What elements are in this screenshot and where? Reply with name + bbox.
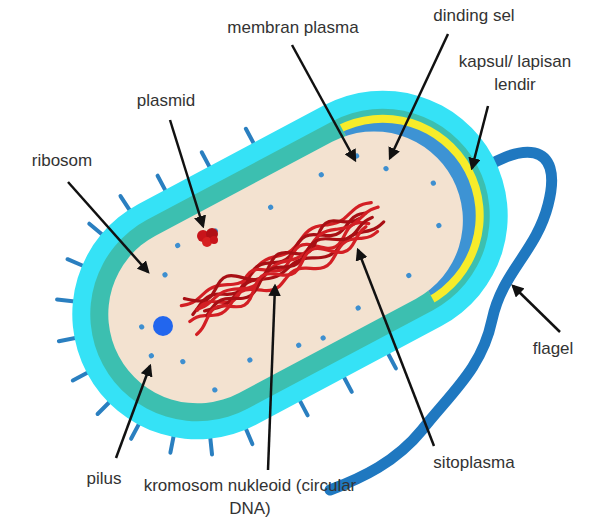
dna-strand (184, 208, 362, 314)
outer-layer (53, 71, 528, 459)
pilus-stroke (120, 195, 130, 212)
ribosome-dot (148, 352, 155, 359)
pilus-stroke (299, 399, 307, 415)
leader-lines (68, 34, 560, 470)
cell-wall (310, 79, 520, 350)
ribosome-dot (246, 356, 253, 363)
pilus-stroke (158, 176, 166, 192)
ribosome-dot (138, 323, 145, 330)
ribosome-dot (405, 272, 412, 279)
dna-strand (200, 212, 378, 318)
ribosome-dot (318, 171, 325, 178)
granule (153, 316, 173, 336)
part-label: plasmid (120, 89, 212, 112)
dna-strand (193, 204, 383, 314)
part-label: pilus (76, 467, 132, 490)
ribosome-dot (320, 334, 327, 341)
ribosome-dot (355, 305, 362, 312)
pilus-stroke (202, 152, 210, 168)
capsule (28, 47, 552, 484)
pilus-stroke (57, 293, 75, 309)
pilus-stroke (73, 372, 89, 380)
ribosome-dot (174, 242, 181, 249)
part-label: dinding sel (418, 4, 530, 27)
ribosome-dot (267, 204, 274, 211)
pilus-stroke (244, 428, 254, 445)
ribosome-dot (179, 358, 186, 365)
pilus-stroke (343, 376, 351, 392)
pilus-stroke (59, 333, 77, 346)
ribosome-dot (161, 271, 168, 278)
dna-strand (187, 222, 373, 335)
pilus-stroke (246, 129, 254, 145)
part-label: kapsul/ lapisan lendir (445, 50, 585, 96)
part-label: ribosom (18, 149, 106, 172)
part-label: sitoplasma (422, 451, 526, 474)
plasma-membrane (310, 90, 509, 350)
dna-strand (189, 222, 381, 335)
part-label: flagel (522, 337, 584, 360)
ribosome-dot (295, 342, 302, 349)
part-label: membran plasma (218, 16, 368, 39)
pilus-stroke (387, 352, 395, 368)
ribosome-dot (211, 386, 218, 393)
part-label: kromosom nukleoid (circular DNA) (140, 474, 360, 520)
pilus-stroke (204, 437, 218, 455)
ribosome-dot (382, 165, 389, 172)
plasmid (197, 228, 218, 247)
ribosome-dot (435, 222, 442, 229)
ribosome-dot (430, 180, 437, 187)
cytoplasm (77, 100, 494, 435)
